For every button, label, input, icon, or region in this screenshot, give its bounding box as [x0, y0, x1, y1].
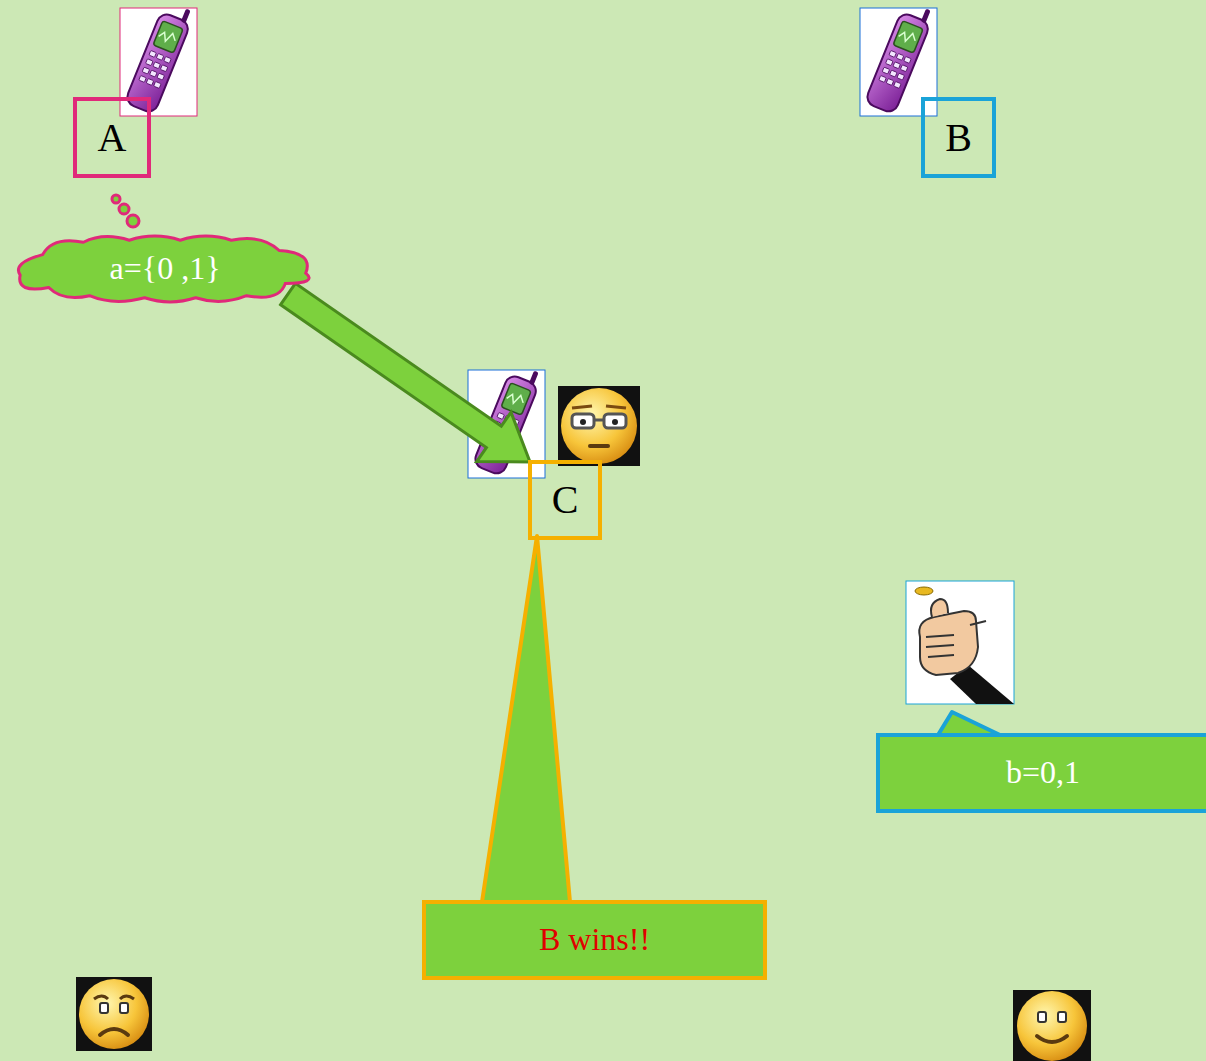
callout-tail [482, 536, 570, 902]
device-label-box: C [528, 460, 602, 540]
device-label-box: B [921, 97, 996, 178]
block-arrow [281, 283, 530, 462]
coin-flip-hand [906, 581, 1014, 704]
smile-emoji [1013, 990, 1091, 1061]
node-text: a={0 ,1} [110, 251, 221, 286]
callout-tail [938, 712, 1000, 735]
speech-callout: B wins!! [422, 900, 767, 980]
thought-cloud: a={0 ,1} [12, 232, 318, 306]
nerd-emoji [558, 386, 640, 466]
sad-emoji [76, 977, 152, 1051]
node-text: b=0,1 [1006, 755, 1080, 790]
node-text: A [98, 116, 127, 160]
thought-bubbles [112, 195, 139, 227]
speech-callout: b=0,1 [876, 733, 1206, 813]
node-text: C [552, 478, 579, 522]
device-label-box: A [73, 97, 151, 178]
node-text: B [945, 116, 972, 160]
node-text: B wins!! [539, 922, 650, 957]
